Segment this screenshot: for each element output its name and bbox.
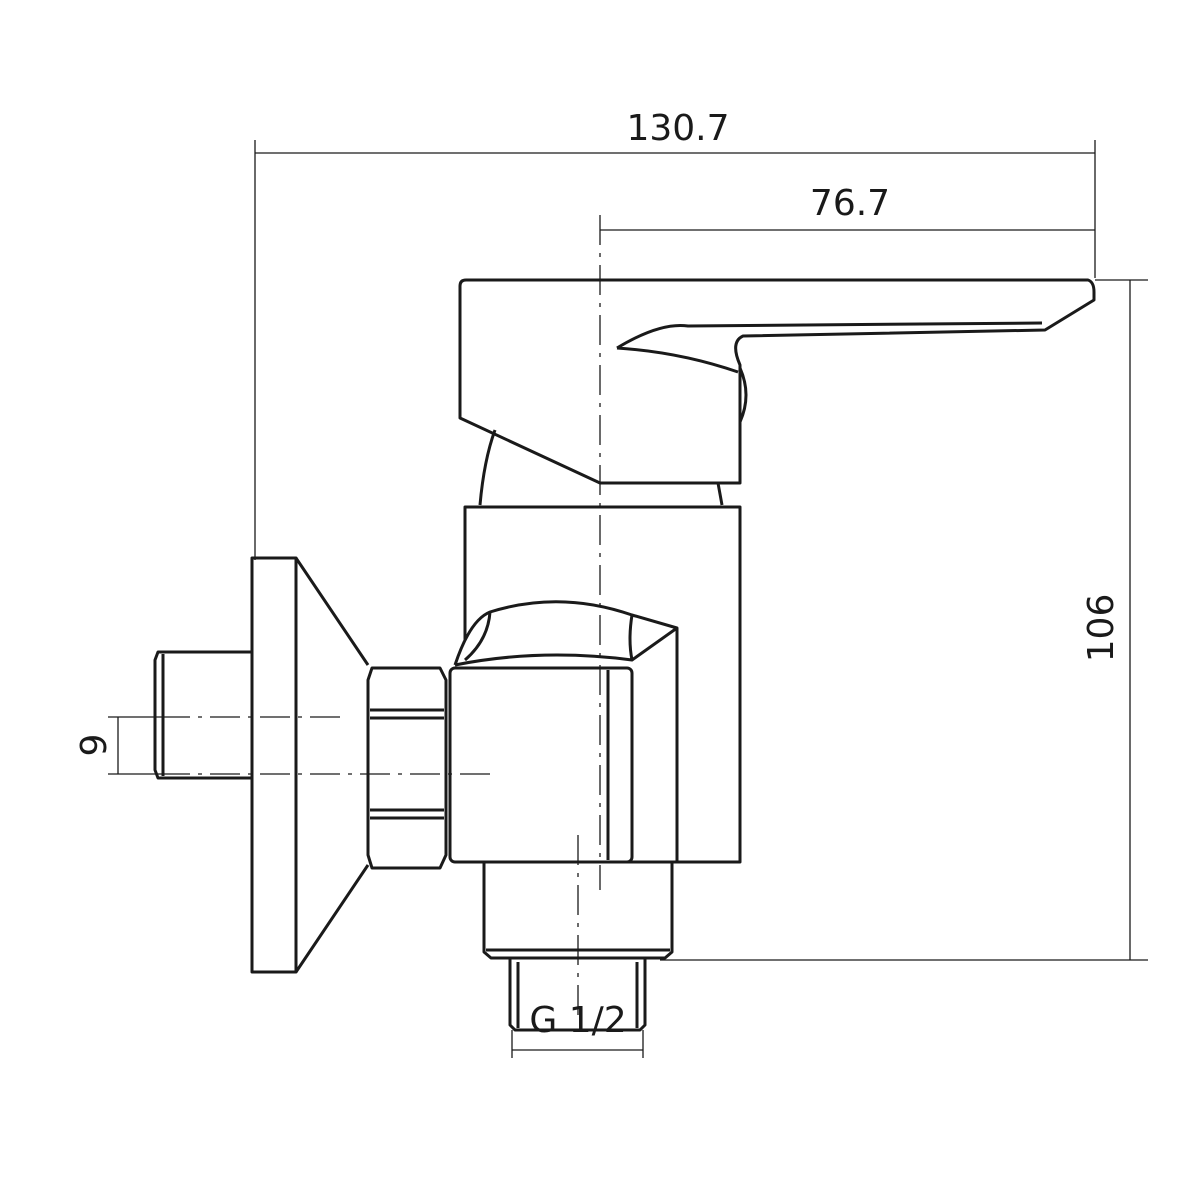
dim-label-height: 106 [1081,594,1122,663]
dimension-overall-width: 130.7 [254,108,1096,560]
outlet-thread-pipe [508,958,647,1032]
inlet-pipe [153,650,252,780]
dimension-thread: G 1/2 [511,1000,644,1058]
outlet-nut [482,860,674,960]
lever-handle [458,278,1096,485]
dim-label-overall-width: 130.7 [626,108,729,149]
valve-body [448,505,742,864]
dimension-height: 106 [660,279,1148,961]
dim-label-handle-reach: 76.7 [810,183,890,224]
dimension-handle-reach: 76.7 [600,183,1095,231]
dimension-offset: 9 [74,716,160,775]
center-lines [160,215,601,1015]
wall-flange [250,556,370,974]
handle-neck [478,429,724,506]
hex-nut [366,666,448,870]
dim-label-offset: 9 [74,734,115,757]
